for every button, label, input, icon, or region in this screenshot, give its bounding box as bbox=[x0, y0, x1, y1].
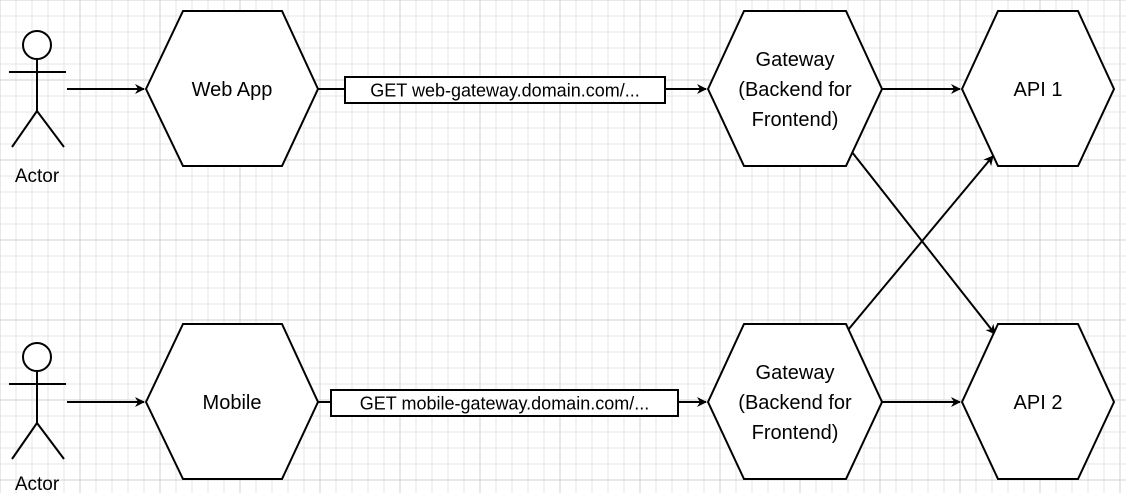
node-mobile-label: Mobile bbox=[203, 392, 262, 414]
edge-label-web: GET web-gateway.domain.com/... bbox=[344, 76, 666, 104]
node-api2-label: API 2 bbox=[1014, 392, 1063, 414]
edge-label-mobile-text: GET mobile-gateway.domain.com/... bbox=[360, 394, 649, 414]
node-gateway-bottom-line1: Gateway bbox=[756, 362, 835, 384]
node-gateway-top-line2: (Backend for bbox=[738, 79, 852, 101]
node-mobile: Mobile bbox=[144, 323, 320, 480]
edge-gateway-bottom-to-api1 bbox=[847, 155, 994, 331]
actor-bottom: Actor bbox=[9, 342, 66, 493]
node-gateway-top-line1: Gateway bbox=[756, 49, 835, 71]
actor-top: Actor bbox=[9, 30, 66, 187]
node-api1: API 1 bbox=[960, 10, 1116, 167]
edge-label-mobile: GET mobile-gateway.domain.com/... bbox=[330, 389, 679, 417]
node-gateway-top-line3: Frontend) bbox=[752, 109, 839, 131]
actor-bottom-label: Actor bbox=[15, 474, 60, 493]
node-gateway-bottom: Gateway (Backend for Frontend) bbox=[706, 323, 884, 480]
node-api1-label: API 1 bbox=[1014, 79, 1063, 101]
node-web-app-label: Web App bbox=[192, 79, 273, 101]
node-gateway-bottom-line3: Frontend) bbox=[752, 422, 839, 444]
actor-top-label: Actor bbox=[15, 166, 60, 187]
node-api2: API 2 bbox=[960, 323, 1116, 480]
edge-label-web-text: GET web-gateway.domain.com/... bbox=[370, 81, 639, 101]
node-gateway-bottom-line2: (Backend for bbox=[738, 392, 852, 414]
node-gateway-top: Gateway (Backend for Frontend) bbox=[706, 10, 884, 167]
node-web-app: Web App bbox=[144, 10, 320, 167]
